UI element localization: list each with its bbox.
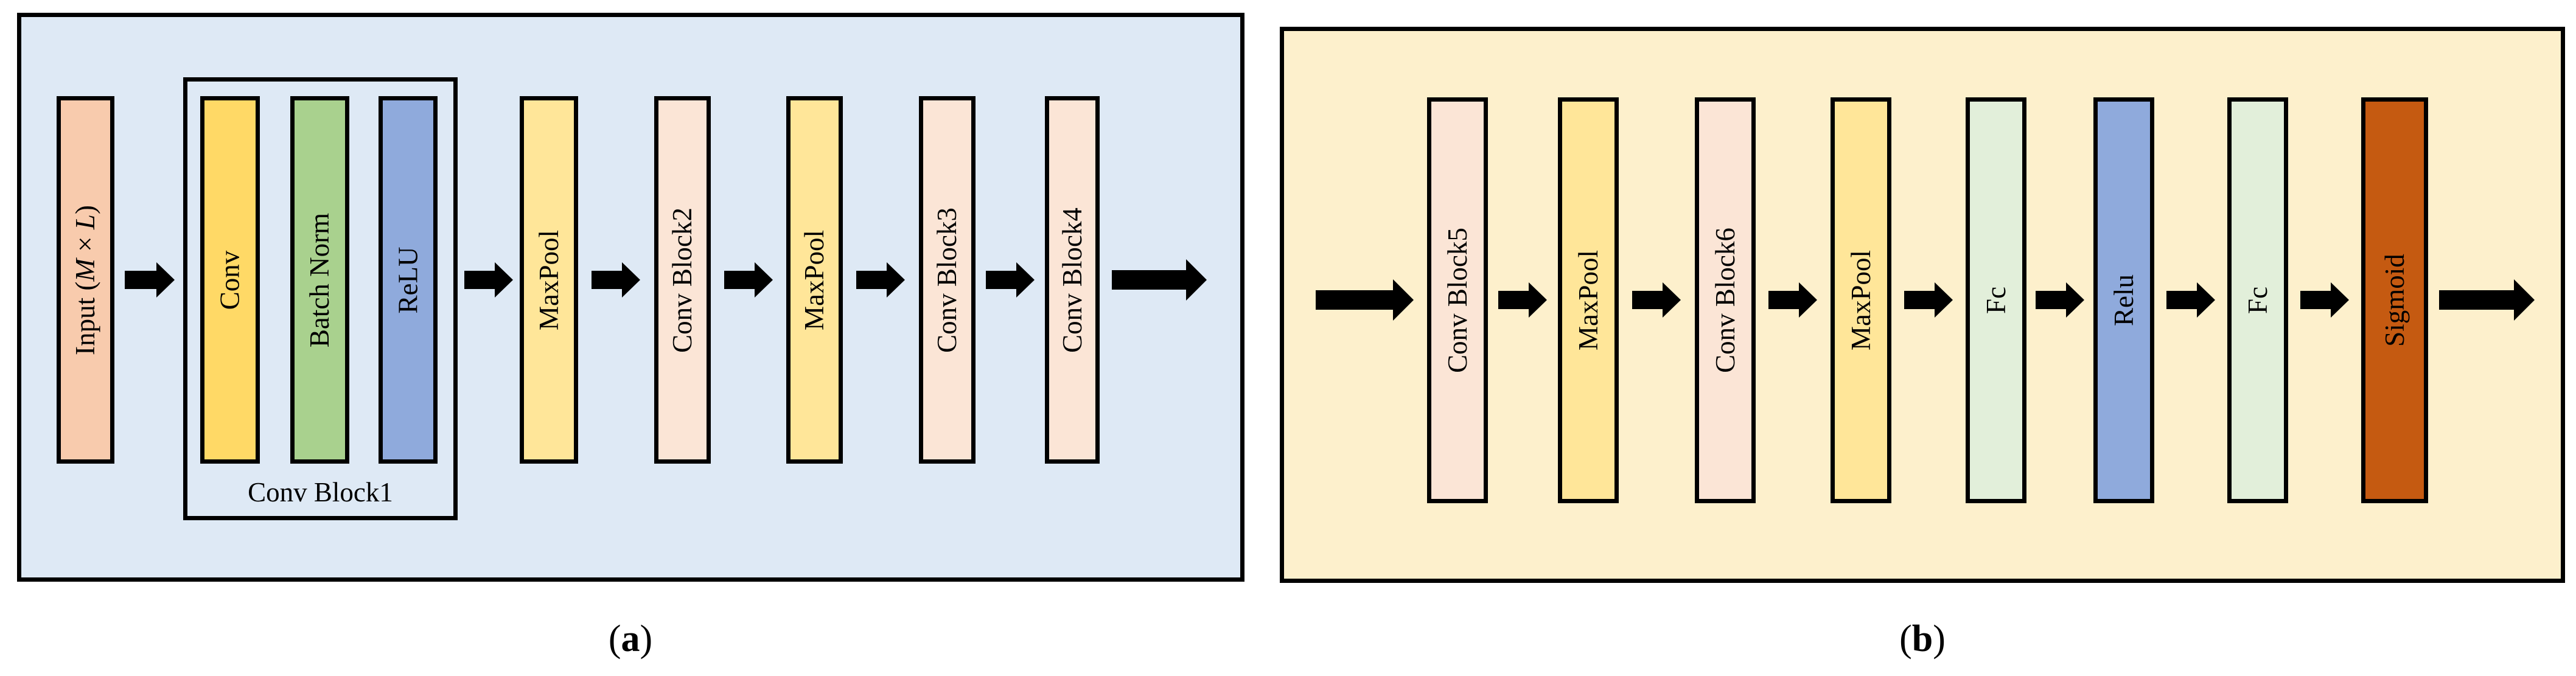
flow-arrow-icon [1768,282,1817,318]
panel-b-bar-maxpool-2: MaxPool [1831,97,1891,503]
panel-a-bar-conv-block3: Conv Block3 [919,96,976,464]
caption-char: ) [1933,618,1946,660]
arrow-stem [2439,290,2514,310]
flow-arrow-icon [1498,282,1547,318]
arrow-head [1799,282,1817,318]
panel-a-bar-maxpool-2: MaxPool [786,96,843,464]
arrow-head [887,262,905,298]
panel-a-bar-maxpool-1: MaxPool [520,96,578,464]
panel-b-bar-sigmoid: Sigmoid [2361,97,2428,503]
arrow-head [1186,259,1207,301]
arrow-stem [1498,291,1529,309]
bar-label: Conv Block3 [932,207,963,353]
arrow-head [1663,282,1681,318]
flow-arrow-icon [856,262,905,298]
bar-label: Fc [2242,287,2273,314]
bar-label: MaxPool [1572,249,1604,351]
arrow-stem [1768,291,1799,309]
arrow-head [755,262,773,298]
caption-char: ) [640,618,653,660]
arrow-stem [1904,291,1935,309]
arrow-head [495,262,513,298]
conv-block1-group-box: Conv Block1 [183,77,458,520]
arrow-head [1529,282,1547,318]
arrow-stem [125,271,156,289]
panel-b-bar-conv-block6: Conv Block6 [1695,97,1756,503]
bar-label: MaxPool [1845,249,1876,351]
arrow-head [622,262,640,298]
flow-arrow-icon [2036,282,2084,318]
flow-arrow-icon [2166,282,2215,318]
bar-label: Conv [214,250,245,310]
panel-a-bar-conv-block2: Conv Block2 [654,96,711,464]
caption-char: a [621,618,640,660]
bar-label: Conv Block2 [667,207,698,353]
panel-a-bar-conv-block4: Conv Block4 [1045,96,1100,464]
caption-char: b [1911,618,1933,660]
panel-b-bar-fc-1: Fc [1966,97,2026,503]
arrow-head [156,262,175,298]
bar-label: Sigmoid [2379,254,2410,347]
arrow-stem [592,271,622,289]
arrow-head [2514,279,2535,321]
bar-label: Relu [2108,274,2139,326]
bar-label: Input (M × L) [70,204,100,355]
bar-label: Conv Block5 [1442,228,1473,373]
arrow-stem [1112,270,1186,290]
arrow-stem [2300,291,2331,309]
arrow-head [2066,282,2084,318]
bar-label: Conv Block6 [1709,228,1740,373]
bar-label: ReLU [393,246,424,313]
arrow-head [2197,282,2215,318]
flow-arrow-icon [125,262,175,298]
caption-b: (b) [1819,618,2026,661]
arrow-head [1935,282,1953,318]
panel-a-bar-batch-norm: Batch Norm [290,96,349,464]
bar-label: MaxPool [799,229,830,330]
flow-arrow-icon [2300,282,2349,318]
flow-arrow-icon [592,262,640,298]
arrow-stem [1632,291,1663,309]
panel-a-bar-input: Input (M × L) [57,96,114,464]
arrow-stem [2166,291,2197,309]
bar-label: MaxPool [533,229,564,330]
panel-a-bar-conv: Conv [200,96,260,464]
bar-label: Conv Block4 [1056,207,1087,353]
arrow-head [1393,279,1414,321]
flow-arrow-icon [464,262,513,298]
panel-b-bar-fc-2: Fc [2227,97,2288,503]
panel-b-bar-relu: Relu [2093,97,2154,503]
panel-a-bar-relu: ReLU [379,96,438,464]
flow-arrow-icon [986,262,1035,298]
panel-b-bar-conv-block5: Conv Block5 [1427,97,1488,503]
caption-char: ( [608,618,621,660]
flow-arrow-icon [1316,279,1414,321]
flow-arrow-icon [1904,282,1953,318]
flow-arrow-icon [1112,259,1207,301]
flow-arrow-icon [1632,282,1681,318]
arrow-head [2331,282,2349,318]
arrow-stem [724,271,755,289]
arrow-stem [464,271,495,289]
bar-label: Batch Norm [304,212,335,347]
arrow-stem [986,271,1016,289]
flow-arrow-icon [2439,279,2535,321]
bar-label: Fc [1980,287,2011,314]
arrow-stem [1316,290,1393,310]
arrow-stem [2036,291,2066,309]
panel-b-bar-maxpool-1: MaxPool [1558,97,1619,503]
arrow-head [1016,262,1035,298]
caption-a: (a) [527,618,734,661]
caption-char: ( [1899,618,1912,660]
arrow-stem [856,271,887,289]
flow-arrow-icon [724,262,773,298]
conv-block1-group-label: Conv Block1 [248,476,393,507]
